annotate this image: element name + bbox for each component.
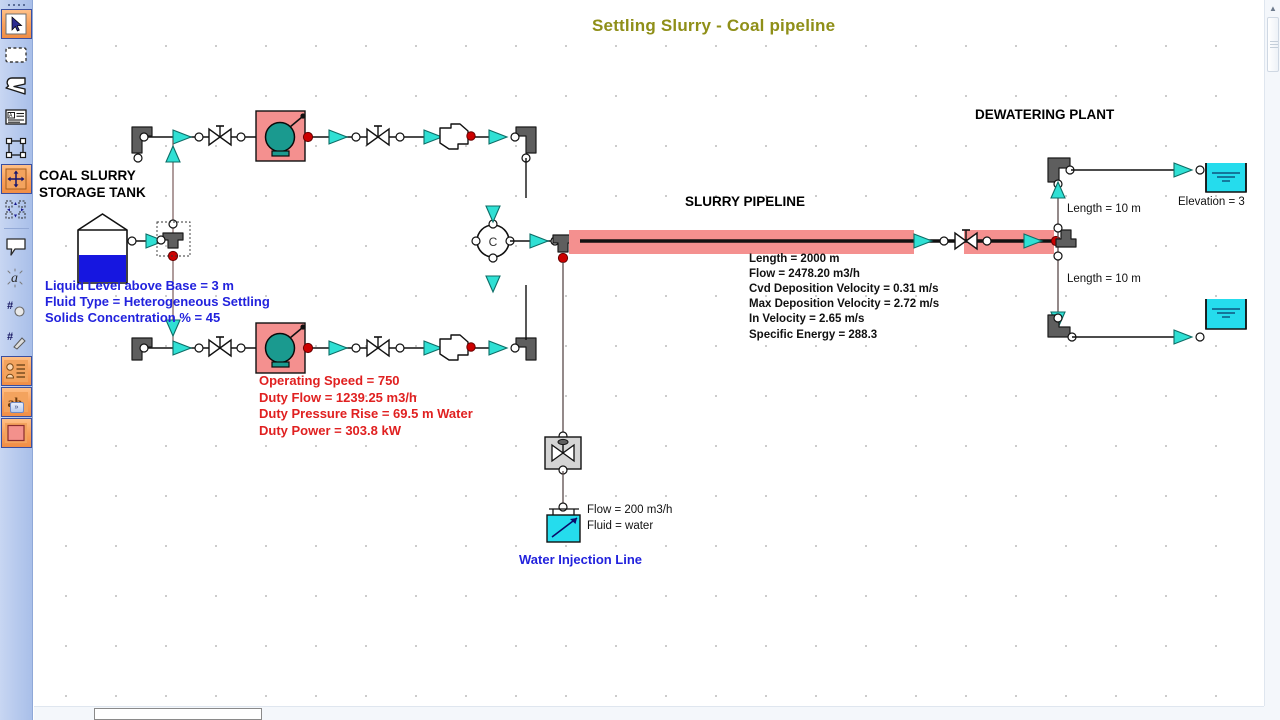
- vertical-scrollbar[interactable]: ▲: [1264, 0, 1280, 706]
- text-effects-tool[interactable]: a: [1, 263, 32, 293]
- scroll-thumb-grip: [1270, 41, 1278, 50]
- distribute-tool[interactable]: [1, 195, 32, 225]
- diagram-title: Settling Slurry - Coal pipeline: [592, 16, 836, 35]
- storage-tank-label-line1: COAL SLURRY: [39, 168, 136, 183]
- horizontal-scrollbar[interactable]: [34, 706, 1280, 720]
- node-tool[interactable]: #: [1, 294, 32, 324]
- water-injection-line-label: Water Injection Line: [519, 552, 643, 567]
- connector-edit-tool[interactable]: #: [1, 325, 32, 355]
- storage-tank-label-line2: STORAGE TANK: [39, 185, 146, 200]
- svg-text:#: #: [7, 331, 13, 343]
- pipeline-annotation-max-deposition-velocity: Max Deposition Velocity = 2.72 m/s: [749, 298, 940, 310]
- lasso-select-tool[interactable]: [1, 71, 32, 101]
- diagram-canvas[interactable]: C: [34, 0, 1252, 706]
- scrollbar-corner: [1264, 706, 1280, 720]
- svg-text:#: #: [7, 300, 13, 312]
- pump-annotation-duty-flow: Duty Flow = 1239.25 m3/h: [259, 390, 417, 405]
- pump-annotation-duty-power: Duty Power = 303.8 kW: [259, 423, 401, 438]
- svg-text:A: A: [9, 113, 13, 119]
- pump-annotation-operating-speed: Operating Speed = 750: [259, 373, 400, 388]
- palette-expand-label: »: [14, 403, 19, 411]
- pipeline-annotation-flow: Flow = 2478.20 m3/h: [749, 268, 860, 280]
- tank-annotation-fluid-type: Fluid Type = Heterogeneous Settling: [45, 294, 270, 309]
- marquee-select-tool[interactable]: [1, 40, 32, 70]
- dewatering-elevation: Elevation = 3: [1178, 196, 1245, 208]
- fill-colour-tool[interactable]: [0, 418, 32, 448]
- dewatering-plant-label: DEWATERING PLANT: [975, 107, 1115, 122]
- pipeline-annotation-specific-energy: Specific Energy = 288.3: [749, 329, 878, 341]
- pipeline-annotation-length: Length = 2000 m: [749, 253, 840, 265]
- annotation-list-tool[interactable]: [0, 356, 32, 386]
- tank-annotation-liquid-level: Liquid Level above Base = 3 m: [45, 278, 234, 293]
- dewatering-lower-length: Length = 10 m: [1067, 273, 1141, 285]
- slurry-pipeline-label: SLURRY PIPELINE: [685, 194, 806, 209]
- svg-text:C: C: [489, 235, 498, 249]
- dewatering-upper-length: Length = 10 m: [1067, 203, 1141, 215]
- tank-annotation-solids-concentration: Solids Concentration % = 45: [45, 310, 221, 325]
- injection-annotation-flow: Flow = 200 m3/h: [587, 504, 673, 516]
- pipeline-annotation-in-velocity: In Velocity = 2.65 m/s: [749, 313, 865, 325]
- palette-divider: [3, 228, 29, 229]
- vertical-scroll-thumb[interactable]: [1267, 17, 1279, 72]
- svg-text:a: a: [11, 271, 18, 286]
- palette-expand[interactable]: »: [0, 400, 33, 414]
- tool-palette: A: [0, 0, 33, 720]
- process-flow-diagram: C: [77, 110, 1247, 543]
- horizontal-scroll-thumb[interactable]: [94, 708, 262, 720]
- select-pointer-tool[interactable]: [0, 9, 32, 39]
- move-tool[interactable]: [0, 164, 32, 194]
- callout-tool[interactable]: [1, 232, 32, 262]
- resize-handles-tool[interactable]: [1, 133, 32, 163]
- pipeline-annotation-cvd-deposition-velocity: Cvd Deposition Velocity = 0.31 m/s: [749, 283, 939, 295]
- palette-grip: [0, 0, 32, 9]
- palette-expand-button[interactable]: »: [9, 401, 24, 413]
- scroll-up-arrow[interactable]: ▲: [1269, 3, 1277, 13]
- text-block-tool[interactable]: A: [1, 102, 32, 132]
- injection-annotation-fluid: Fluid = water: [587, 520, 654, 532]
- pump-annotation-duty-pressure-rise: Duty Pressure Rise = 69.5 m Water: [259, 406, 473, 421]
